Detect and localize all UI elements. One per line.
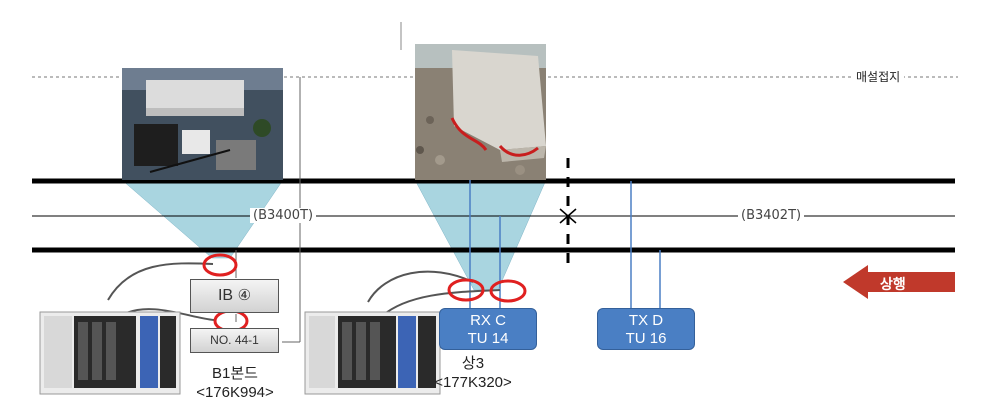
- tu-tx-line1: TX D: [628, 312, 664, 329]
- tu-rx-line2: TU 14: [467, 330, 509, 347]
- number-plate: NO. 44-1: [190, 328, 279, 353]
- direction-arrow: [843, 265, 955, 299]
- ground-wire-label: 매설접지: [852, 68, 905, 85]
- tuning-unit-3-name: 상3: [461, 355, 485, 372]
- joint-cross-b: [559, 208, 577, 224]
- callout-cone-right: [414, 179, 547, 291]
- photo-rack-equipment: [39, 311, 181, 395]
- direction-arrow-label: 상행: [880, 276, 906, 292]
- cable-rack1-a: [107, 262, 214, 301]
- track-circuit-label-left: (B3400T): [250, 208, 317, 223]
- red-highlight-circle: [447, 278, 485, 302]
- cable-rack1-b: [121, 308, 215, 321]
- tu-tx-line2: TU 16: [625, 330, 667, 347]
- tuning-unit-3-location: <177K320>: [434, 374, 512, 391]
- red-highlight-circle: [202, 253, 238, 277]
- tuning-unit-tx-box: TX D TU 16: [597, 308, 695, 350]
- photo-rack-equipment-2: [304, 311, 441, 395]
- photo-trackside-equipment: [122, 68, 283, 180]
- cable-rack2-a: [367, 270, 474, 303]
- track-circuit-label-right: (B3402T): [738, 208, 805, 223]
- photo-tuning-unit: [415, 44, 546, 180]
- ib-box: IB ④: [190, 279, 279, 313]
- tuning-unit-3-caption: 상3 <177K320>: [418, 354, 528, 392]
- ib-box-label: IB: [217, 287, 234, 304]
- ib-box-number: ④: [237, 287, 252, 304]
- bond-b1-location: <176K994>: [196, 384, 274, 401]
- bond-b1-name: B1본드: [212, 365, 258, 382]
- cable-rack2-b: [381, 289, 501, 317]
- bond-b1-caption: B1본드 <176K994>: [180, 364, 290, 402]
- red-highlight-circle: [489, 279, 527, 303]
- tuning-unit-rx-box: RX C TU 14: [439, 308, 537, 350]
- tu-rx-line1: RX C: [470, 312, 506, 329]
